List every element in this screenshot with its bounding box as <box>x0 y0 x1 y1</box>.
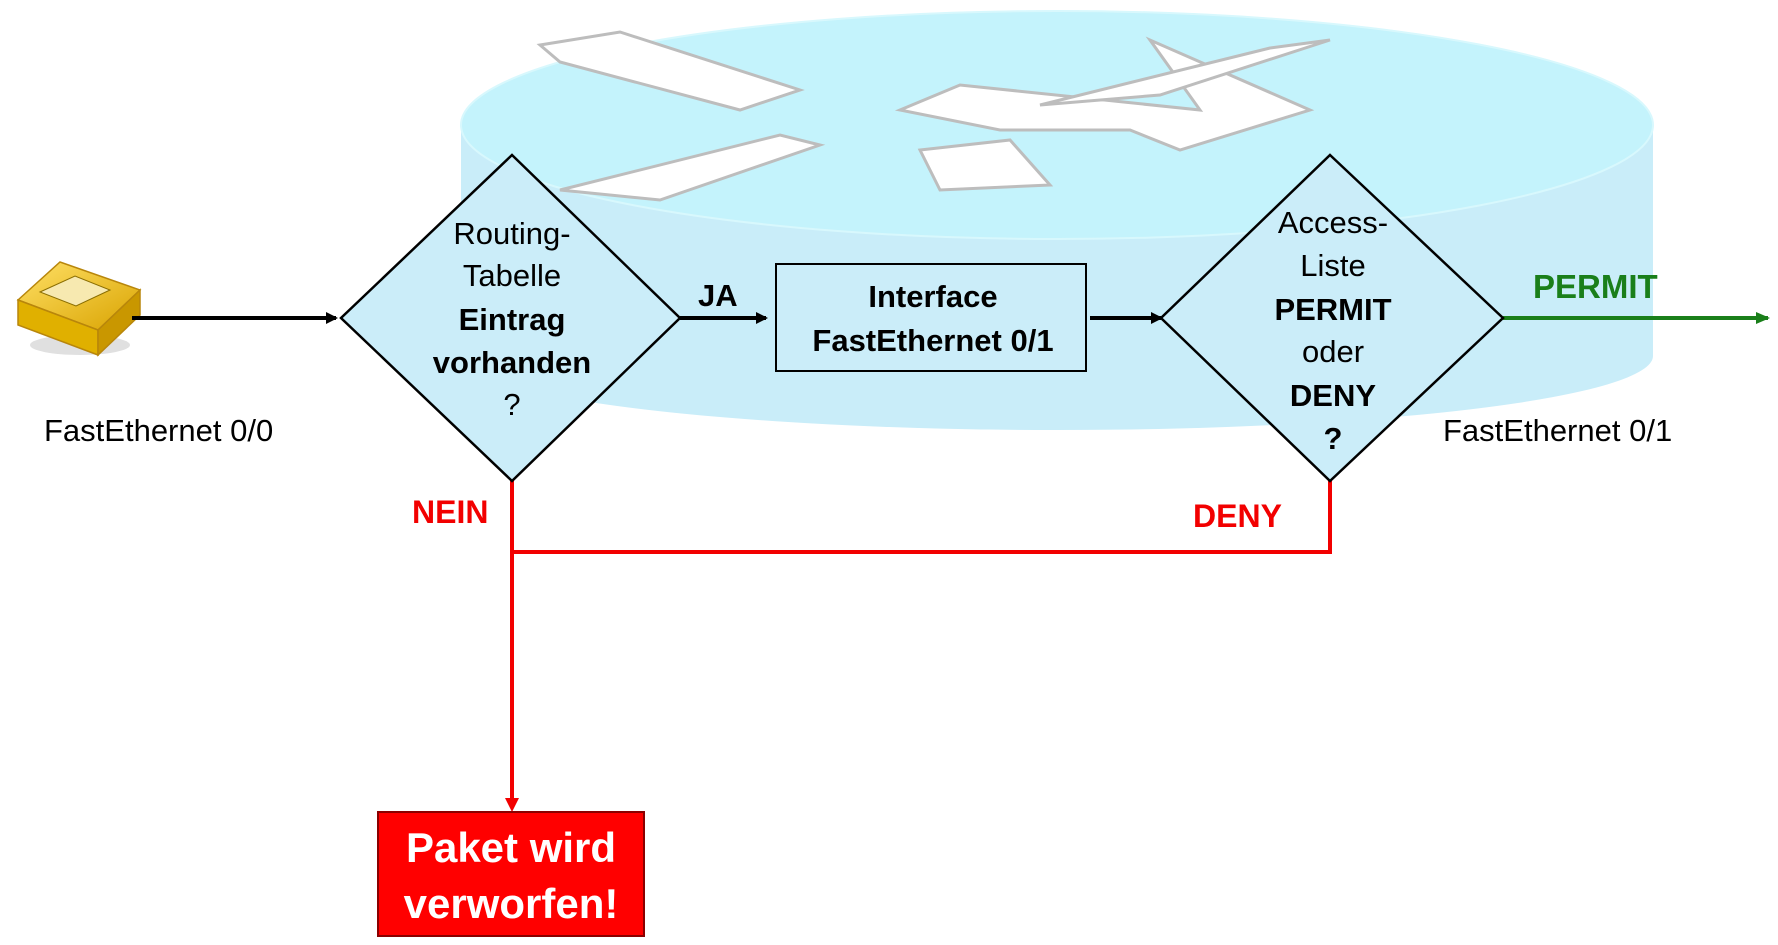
interface-outbound-label: FastEthernet 0/1 <box>1443 413 1672 448</box>
no-label: NEIN <box>412 494 488 530</box>
acl-line3: PERMIT <box>1274 292 1391 327</box>
acl-line1: Access- <box>1278 205 1388 240</box>
routing-line3: Eintrag <box>459 302 566 337</box>
packet-icon <box>16 261 142 357</box>
routing-line5: ? <box>503 387 520 422</box>
routing-line4: vorhanden <box>433 345 591 380</box>
acl-line6: ? <box>1324 421 1343 456</box>
deny-path-line <box>510 481 1332 554</box>
interface-line1: Interface <box>868 279 997 314</box>
arrow-to-drop-head <box>505 798 519 812</box>
acl-line5: DENY <box>1290 378 1376 413</box>
acl-line2: Liste <box>1300 248 1365 283</box>
acl-decision: Access- Liste PERMIT oder DENY ? <box>1159 153 1505 483</box>
interface-line2: FastEthernet 0/1 <box>812 323 1053 358</box>
acl-line4: oder <box>1302 334 1364 369</box>
permit-label: PERMIT <box>1533 268 1658 305</box>
router-arrows-icon <box>536 30 1331 202</box>
drop-packet-box: Paket wird verworfen! <box>377 811 645 937</box>
yes-label: JA <box>698 278 738 313</box>
routing-decision: Routing- Tabelle Eintrag vorhanden ? <box>339 153 682 483</box>
routing-line2: Tabelle <box>463 258 561 293</box>
deny-label: DENY <box>1193 498 1282 534</box>
routing-line1: Routing- <box>453 216 570 251</box>
drop-line2: verworfen! <box>404 880 619 927</box>
interface-inbound-label: FastEthernet 0/0 <box>44 413 273 448</box>
drop-line1: Paket wird <box>406 824 616 871</box>
interface-box: Interface FastEthernet 0/1 <box>775 263 1087 372</box>
